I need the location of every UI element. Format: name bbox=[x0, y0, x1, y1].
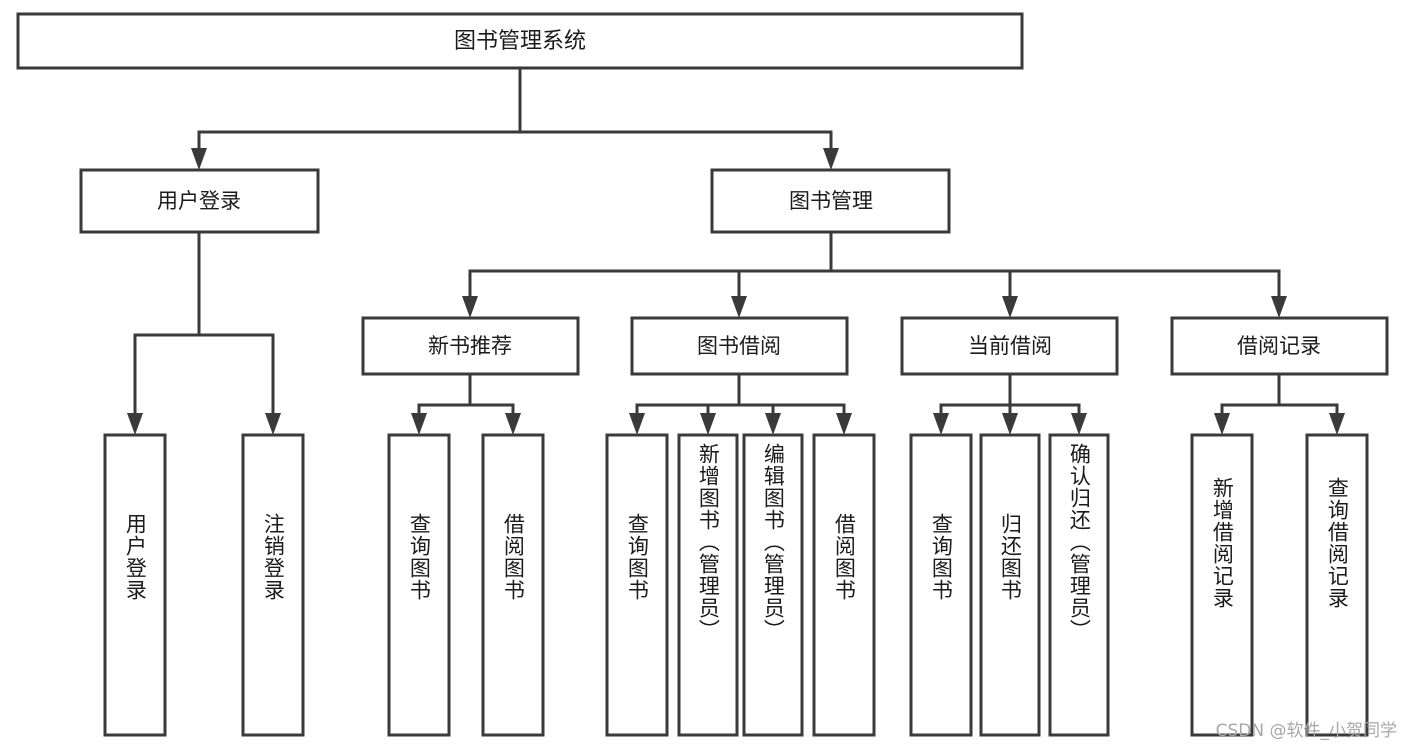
leaf-box-new-book-2[interactable] bbox=[481, 433, 545, 737]
leaf-box-new-book-1[interactable] bbox=[387, 433, 451, 737]
leaf-box-book-borrow-2[interactable] bbox=[677, 433, 739, 737]
arrow-head-leaf-book-borrow-3 bbox=[765, 413, 781, 435]
leaf-boxes-new-book-recommend bbox=[387, 433, 545, 737]
leaf-box-borrow-record-2[interactable] bbox=[1305, 433, 1369, 737]
leaf-box-current-borrow-3[interactable] bbox=[1048, 433, 1110, 737]
leaf-box-book-borrow-1[interactable] bbox=[605, 433, 669, 737]
node-book-management-box bbox=[710, 168, 951, 234]
node-borrow-record[interactable]: 借阅记录 bbox=[1170, 316, 1389, 376]
node-current-borrow[interactable]: 当前借阅 bbox=[900, 316, 1119, 376]
leaf-box-current-borrow-2[interactable] bbox=[979, 433, 1041, 737]
leaf-boxes-book-borrow bbox=[605, 433, 876, 737]
arrow-head-leaf-book-borrow-1 bbox=[629, 413, 645, 435]
node-book-management-label: 图书管理 bbox=[789, 189, 873, 213]
connectors-book-borrow-to-leaves bbox=[629, 372, 852, 435]
arrow-head-book-borrow bbox=[731, 296, 747, 318]
node-book-borrow[interactable]: 图书借阅 bbox=[630, 316, 849, 376]
leaf-box-book-borrow-3[interactable] bbox=[742, 433, 804, 737]
connectors-book-manage-to-level3 bbox=[462, 230, 1287, 318]
arrow-head-leaf-book-borrow-4 bbox=[836, 413, 852, 435]
arrow-head-leaf-current-borrow-2 bbox=[1002, 413, 1018, 435]
leaf-boxes-current-borrow bbox=[909, 433, 1110, 737]
node-new-book-recommend-label: 新书推荐 bbox=[428, 334, 512, 358]
leaf-boxes-borrow-record bbox=[1190, 433, 1369, 737]
arrow-head-leaf-book-borrow-2 bbox=[700, 413, 716, 435]
arrow-head-borrow-record bbox=[1271, 296, 1287, 318]
connectors-borrow-record-to-leaves bbox=[1214, 372, 1345, 435]
arrow-head-current-borrow bbox=[1002, 296, 1018, 318]
node-root-label: 图书管理系统 bbox=[454, 29, 586, 54]
arrow-head-leaf-user-login-1 bbox=[127, 413, 143, 435]
arrow-head-leaf-new-book-2 bbox=[505, 413, 521, 435]
leaf-box-user-login-1[interactable] bbox=[103, 433, 167, 737]
node-user-login-box bbox=[79, 168, 320, 234]
node-root-box bbox=[16, 12, 1024, 70]
arrow-head-book-manage bbox=[823, 148, 839, 170]
connectors-root-to-level2 bbox=[191, 66, 839, 170]
leaf-box-current-borrow-1[interactable] bbox=[909, 433, 973, 737]
connectors-current-borrow-to-leaves bbox=[933, 372, 1087, 435]
connectors-user-login-to-leaves bbox=[127, 230, 281, 435]
node-user-login[interactable]: 用户登录 bbox=[79, 168, 320, 234]
arrow-head-leaf-current-borrow-3 bbox=[1071, 413, 1087, 435]
node-current-borrow-label: 当前借阅 bbox=[968, 334, 1052, 358]
node-current-borrow-box bbox=[900, 316, 1119, 376]
arrow-head-user-login bbox=[191, 148, 207, 170]
arrow-head-leaf-current-borrow-1 bbox=[933, 413, 949, 435]
node-user-login-label: 用户登录 bbox=[157, 189, 241, 213]
node-book-borrow-label: 图书借阅 bbox=[697, 334, 781, 358]
node-book-borrow-box bbox=[630, 316, 849, 376]
leaf-box-book-borrow-4[interactable] bbox=[812, 433, 876, 737]
node-root-book-management-system[interactable]: 图书管理系统 bbox=[16, 12, 1024, 70]
arrow-head-leaf-new-book-1 bbox=[411, 413, 427, 435]
arrow-head-leaf-user-login-2 bbox=[265, 413, 281, 435]
arrow-head-leaf-borrow-record-1 bbox=[1214, 413, 1230, 435]
leaf-box-user-login-2[interactable] bbox=[241, 433, 305, 737]
arrow-head-new-book-recommend bbox=[462, 296, 478, 318]
node-borrow-record-label: 借阅记录 bbox=[1237, 334, 1321, 358]
connectors-new-book-recommend-to-leaves bbox=[411, 372, 521, 435]
arrow-head-leaf-borrow-record-2 bbox=[1329, 413, 1345, 435]
node-borrow-record-box bbox=[1170, 316, 1389, 376]
node-new-book-recommend[interactable]: 新书推荐 bbox=[361, 316, 580, 376]
node-book-management[interactable]: 图书管理 bbox=[710, 168, 951, 234]
leaf-boxes-user-login bbox=[103, 433, 305, 737]
leaf-box-borrow-record-1[interactable] bbox=[1190, 433, 1254, 737]
node-new-book-recommend-box bbox=[361, 316, 580, 376]
